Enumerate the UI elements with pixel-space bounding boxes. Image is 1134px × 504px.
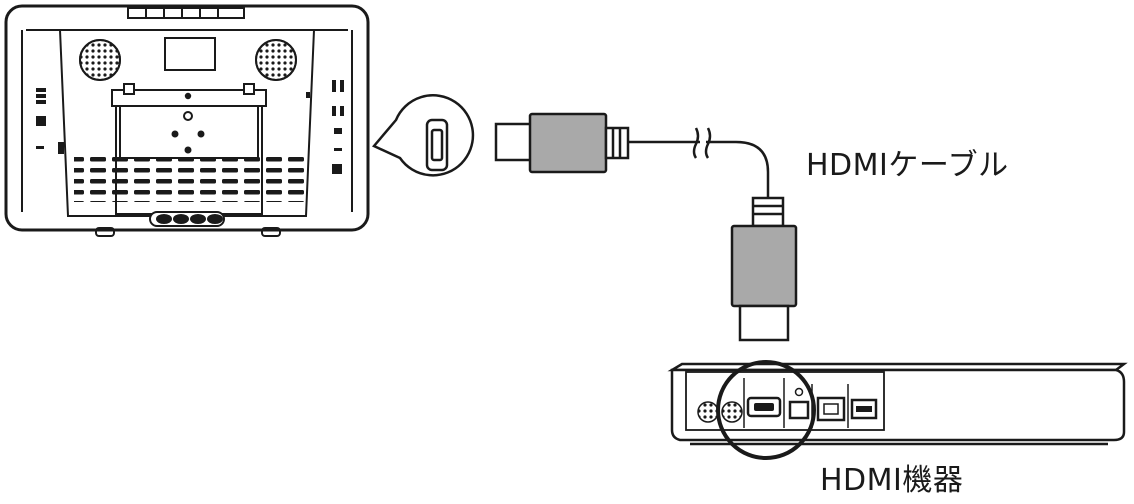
hdmi-cable-label: HDMIケーブル xyxy=(806,148,1009,183)
hdmi-device-label: HDMI機器 xyxy=(820,463,964,498)
cable-connector-top-body xyxy=(528,112,608,174)
cable-connector-top-tip xyxy=(494,122,536,162)
monitor-vents xyxy=(74,156,306,202)
hdmi-device xyxy=(667,360,1128,460)
monitor-top-buttons xyxy=(127,7,245,19)
hdmi-port-highlight-circle xyxy=(716,360,816,460)
cable-connector-bottom-body xyxy=(730,224,798,308)
monitor-rear-view xyxy=(4,4,370,237)
hdmi-cable xyxy=(494,112,798,342)
cable-connector-bottom-tip xyxy=(738,304,790,342)
hdmi-port-callout xyxy=(371,94,475,177)
